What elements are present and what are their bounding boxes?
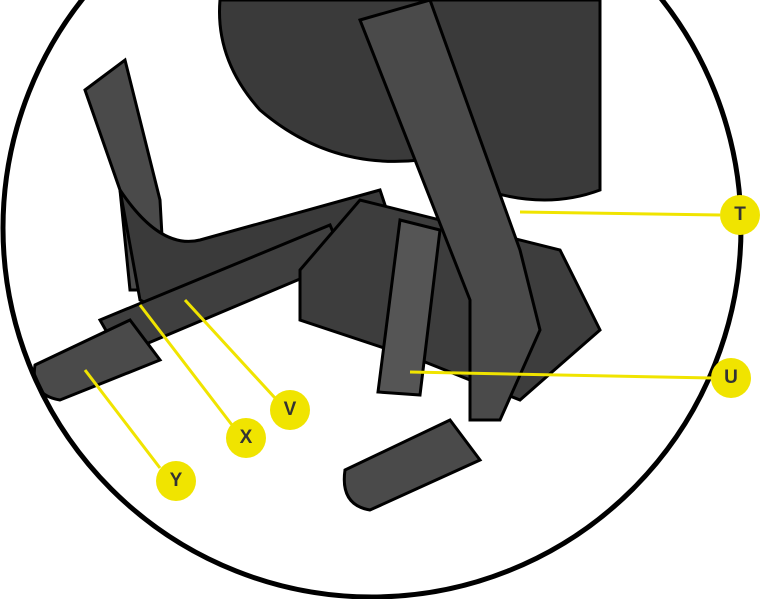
leader-line-v [183, 298, 277, 400]
foot-right [342, 418, 483, 512]
leader-line-u [409, 370, 713, 380]
leader-line-t [519, 210, 721, 217]
strap [376, 218, 442, 397]
callout-y: Y [156, 461, 196, 501]
leader-lines [83, 210, 721, 469]
callout-t: T [720, 195, 760, 235]
callout-u: U [711, 358, 751, 398]
callout-x: X [226, 418, 266, 458]
leader-line-y [83, 369, 162, 469]
leader-line-x [138, 304, 234, 426]
callout-v: V [270, 390, 310, 430]
